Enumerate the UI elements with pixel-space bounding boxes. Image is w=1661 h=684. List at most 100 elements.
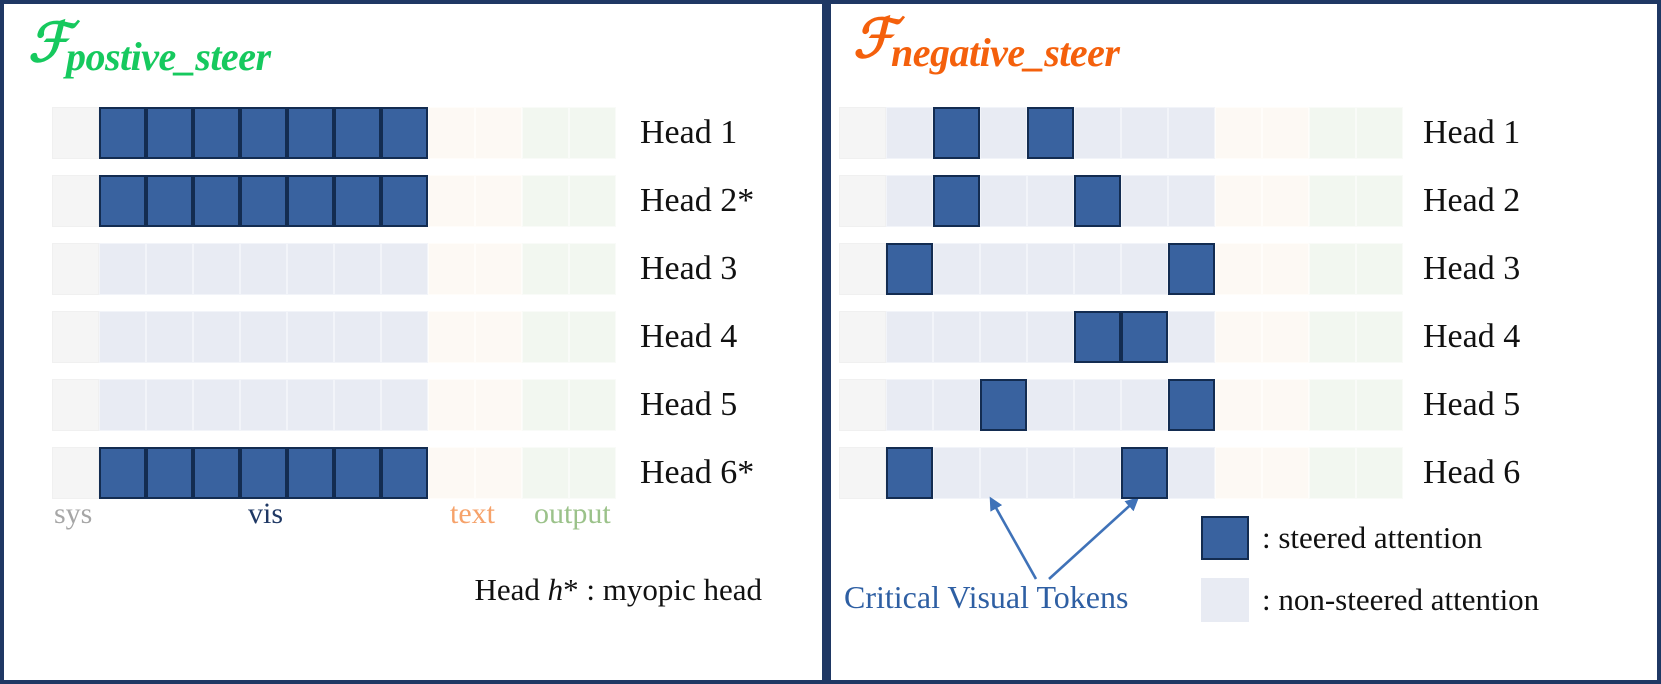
cell-vis-7[interactable] xyxy=(381,311,428,363)
cell-vis-1[interactable] xyxy=(886,107,933,159)
cell-vis-3[interactable] xyxy=(193,447,240,499)
cell-vis-6[interactable] xyxy=(1121,447,1168,499)
cell-vis-7[interactable] xyxy=(381,243,428,295)
cell-text-9[interactable] xyxy=(475,107,522,159)
cell-text-9[interactable] xyxy=(1262,447,1309,499)
cell-output-11[interactable] xyxy=(569,107,616,159)
cell-sys-0[interactable] xyxy=(52,379,99,431)
cell-output-10[interactable] xyxy=(522,379,569,431)
cell-output-10[interactable] xyxy=(1309,379,1356,431)
cell-sys-0[interactable] xyxy=(839,379,886,431)
cell-vis-5[interactable] xyxy=(287,447,334,499)
cell-vis-6[interactable] xyxy=(1121,311,1168,363)
cell-vis-6[interactable] xyxy=(1121,175,1168,227)
cell-text-8[interactable] xyxy=(1215,447,1262,499)
cell-vis-1[interactable] xyxy=(886,243,933,295)
cell-vis-2[interactable] xyxy=(933,243,980,295)
cell-sys-0[interactable] xyxy=(839,107,886,159)
cell-sys-0[interactable] xyxy=(839,447,886,499)
cell-vis-2[interactable] xyxy=(146,447,193,499)
cell-vis-1[interactable] xyxy=(886,311,933,363)
cell-vis-3[interactable] xyxy=(980,447,1027,499)
cell-vis-2[interactable] xyxy=(146,311,193,363)
cell-output-11[interactable] xyxy=(1356,311,1403,363)
cell-output-10[interactable] xyxy=(522,311,569,363)
cell-vis-5[interactable] xyxy=(287,107,334,159)
cell-vis-4[interactable] xyxy=(1027,107,1074,159)
cell-output-11[interactable] xyxy=(1356,175,1403,227)
cell-text-9[interactable] xyxy=(475,243,522,295)
cell-vis-4[interactable] xyxy=(1027,447,1074,499)
cell-vis-3[interactable] xyxy=(193,107,240,159)
cell-output-10[interactable] xyxy=(522,175,569,227)
cell-output-11[interactable] xyxy=(569,379,616,431)
cell-text-8[interactable] xyxy=(1215,175,1262,227)
cell-vis-5[interactable] xyxy=(287,175,334,227)
cell-vis-2[interactable] xyxy=(146,379,193,431)
cell-vis-4[interactable] xyxy=(240,379,287,431)
cell-text-9[interactable] xyxy=(1262,107,1309,159)
cell-vis-6[interactable] xyxy=(1121,243,1168,295)
cell-vis-5[interactable] xyxy=(1074,243,1121,295)
cell-sys-0[interactable] xyxy=(52,175,99,227)
cell-text-9[interactable] xyxy=(475,311,522,363)
cell-vis-6[interactable] xyxy=(1121,379,1168,431)
cell-output-11[interactable] xyxy=(569,311,616,363)
cell-vis-4[interactable] xyxy=(1027,379,1074,431)
cell-output-11[interactable] xyxy=(1356,107,1403,159)
cell-sys-0[interactable] xyxy=(52,107,99,159)
cell-output-10[interactable] xyxy=(1309,243,1356,295)
cell-vis-1[interactable] xyxy=(99,107,146,159)
cell-vis-1[interactable] xyxy=(886,175,933,227)
cell-vis-5[interactable] xyxy=(1074,107,1121,159)
cell-sys-0[interactable] xyxy=(839,311,886,363)
cell-output-10[interactable] xyxy=(1309,311,1356,363)
cell-output-10[interactable] xyxy=(1309,175,1356,227)
cell-vis-2[interactable] xyxy=(933,175,980,227)
cell-output-10[interactable] xyxy=(522,107,569,159)
cell-vis-1[interactable] xyxy=(99,243,146,295)
cell-vis-3[interactable] xyxy=(980,107,1027,159)
cell-vis-3[interactable] xyxy=(980,175,1027,227)
cell-sys-0[interactable] xyxy=(839,175,886,227)
cell-vis-3[interactable] xyxy=(193,379,240,431)
cell-text-8[interactable] xyxy=(428,107,475,159)
cell-vis-4[interactable] xyxy=(1027,311,1074,363)
cell-vis-7[interactable] xyxy=(1168,447,1215,499)
cell-vis-1[interactable] xyxy=(99,311,146,363)
cell-text-9[interactable] xyxy=(475,379,522,431)
cell-vis-5[interactable] xyxy=(287,379,334,431)
cell-output-11[interactable] xyxy=(1356,243,1403,295)
cell-vis-1[interactable] xyxy=(99,175,146,227)
cell-vis-6[interactable] xyxy=(334,175,381,227)
cell-text-9[interactable] xyxy=(1262,175,1309,227)
cell-text-8[interactable] xyxy=(428,243,475,295)
cell-text-8[interactable] xyxy=(428,311,475,363)
cell-vis-2[interactable] xyxy=(933,379,980,431)
cell-sys-0[interactable] xyxy=(52,311,99,363)
cell-vis-3[interactable] xyxy=(193,175,240,227)
cell-text-9[interactable] xyxy=(475,175,522,227)
cell-output-10[interactable] xyxy=(1309,107,1356,159)
cell-text-9[interactable] xyxy=(1262,311,1309,363)
cell-output-11[interactable] xyxy=(1356,379,1403,431)
cell-vis-1[interactable] xyxy=(886,379,933,431)
cell-vis-3[interactable] xyxy=(980,311,1027,363)
cell-text-8[interactable] xyxy=(1215,243,1262,295)
cell-text-9[interactable] xyxy=(475,447,522,499)
cell-text-8[interactable] xyxy=(1215,107,1262,159)
cell-text-8[interactable] xyxy=(428,447,475,499)
cell-vis-5[interactable] xyxy=(1074,175,1121,227)
cell-text-8[interactable] xyxy=(1215,311,1262,363)
cell-vis-1[interactable] xyxy=(886,447,933,499)
cell-output-10[interactable] xyxy=(1309,447,1356,499)
cell-vis-6[interactable] xyxy=(1121,107,1168,159)
cell-output-11[interactable] xyxy=(1356,447,1403,499)
cell-vis-6[interactable] xyxy=(334,107,381,159)
cell-vis-3[interactable] xyxy=(193,243,240,295)
cell-vis-3[interactable] xyxy=(193,311,240,363)
cell-vis-3[interactable] xyxy=(980,243,1027,295)
cell-vis-7[interactable] xyxy=(1168,175,1215,227)
cell-sys-0[interactable] xyxy=(839,243,886,295)
cell-vis-2[interactable] xyxy=(933,107,980,159)
